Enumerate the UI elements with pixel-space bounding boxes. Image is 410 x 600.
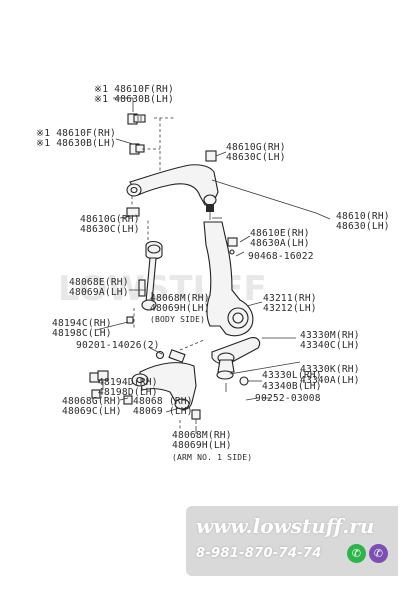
label-48610-rh: 48610(RH)	[336, 211, 390, 222]
label-48610g-rh-1: 48610G(RH)	[226, 142, 286, 153]
label-48069a-lh: 48069A(LH)	[69, 287, 129, 298]
label-arm-no1-side: (ARM NO. 1 SIDE)	[172, 453, 252, 462]
upper-arm-bush-part	[126, 207, 140, 217]
upper-bolt-2-part	[129, 143, 145, 155]
whatsapp-icon[interactable]: ✆	[347, 544, 366, 563]
label-48198d-lh: 48198D(LH)	[98, 387, 158, 398]
stabilizer-link-part	[141, 240, 163, 311]
label-body-side: (BODY SIDE)	[150, 315, 205, 324]
label-48610e-rh: 48610E(RH)	[250, 228, 310, 239]
label-48198c-lh: 48198C(LH)	[52, 328, 112, 339]
label-43340a-lh: 43340A(LH)	[300, 375, 360, 386]
label-43211-rh: 43211(RH)	[263, 293, 317, 304]
label-48068m-rh-2: 48068M(RH)	[172, 430, 232, 441]
label-48630c-lh-2: 48630C(LH)	[80, 224, 140, 235]
cotter-pin-part	[225, 383, 259, 401]
contact-banner: www.lowstuff.ru 8-981-870-74-74 ✆ ✆	[186, 506, 398, 576]
upper-control-arm-part	[126, 164, 219, 220]
label-43340c-lh: 43340C(LH)	[300, 340, 360, 351]
label-48069-lh: 48069 (LH)	[133, 406, 193, 417]
label-48069c-lh: 48069C(LH)	[62, 406, 122, 417]
steering-knuckle-part	[203, 221, 254, 337]
lower-control-arm-part	[131, 349, 197, 411]
label-43212-lh: 43212(LH)	[263, 303, 317, 314]
label-90252-03008: 90252-03008	[255, 393, 321, 404]
label-90468-16022: 90468-16022	[248, 251, 314, 262]
upper-bolt-part	[127, 113, 146, 125]
label-48068m-rh-1: 48068M(RH)	[150, 293, 210, 304]
lower-joint-nut-part	[239, 376, 249, 386]
label-43330k-rh: 43330K(RH)	[300, 364, 360, 375]
upper-nut-part	[205, 150, 217, 162]
website-link[interactable]: www.lowstuff.ru	[196, 514, 375, 538]
lower-bolts-part	[89, 279, 201, 424]
label-48194d-rh: 48194D(RH)	[98, 377, 158, 388]
label-48069h-lh-1: 48069H(LH)	[150, 303, 210, 314]
label-48610f-rh-2: ※1 48610F(RH)	[36, 128, 116, 139]
leader-lines	[95, 97, 331, 434]
label-48069h-lh-2: 48069H(LH)	[172, 440, 232, 451]
label-43340b-lh: 43340B(LH)	[262, 381, 322, 392]
label-43330m-rh: 43330M(RH)	[300, 330, 360, 341]
label-48630b-lh-1: ※1 48630B(LH)	[94, 94, 174, 105]
label-48194c-rh: 48194C(RH)	[52, 318, 112, 329]
label-90201-14026: 90201-14026(2)	[76, 340, 160, 351]
label-48610f-rh-1: ※1 48610F(RH)	[94, 84, 174, 95]
label-48630-lh: 48630(LH)	[336, 221, 390, 232]
lower-ball-joint-part	[211, 337, 261, 380]
label-48610g-rh-2: 48610G(RH)	[80, 214, 140, 225]
label-43330l-rh: 43330L(RH)	[262, 370, 322, 381]
label-48068e-rh: 48068E(RH)	[69, 277, 129, 288]
phone-number[interactable]: 8-981-870-74-74	[196, 546, 322, 561]
label-48068-rh: 48068 (RH)	[133, 396, 193, 407]
label-48630b-lh-2: ※1 48630B(LH)	[36, 138, 116, 149]
part-number-labels: ※1 48610F(RH) ※1 48630B(LH) ※1 48610F(RH…	[36, 84, 390, 462]
label-48630a-lh: 48630A(LH)	[250, 238, 310, 249]
label-48630c-lh-1: 48630C(LH)	[226, 152, 286, 163]
viber-icon[interactable]: ✆	[369, 544, 388, 563]
label-48068g-rh: 48068G(RH)	[62, 396, 122, 407]
